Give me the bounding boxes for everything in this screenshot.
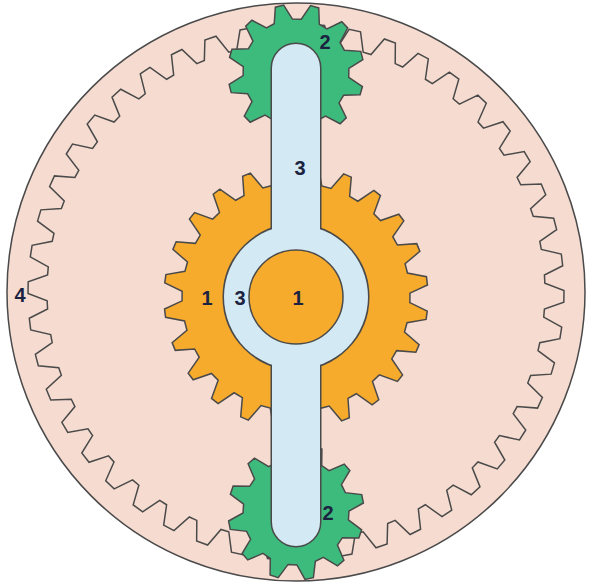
ring-gear xyxy=(7,3,585,581)
callout-number: 1 xyxy=(292,288,303,308)
callout-number: 3 xyxy=(294,158,305,178)
ring-gear-teeth xyxy=(28,24,564,560)
planet-carrier xyxy=(224,44,368,546)
callout-number: 2 xyxy=(319,32,330,52)
callout-number: 3 xyxy=(234,288,245,308)
carrier-ring xyxy=(224,225,368,369)
callout-number: 1 xyxy=(201,288,212,308)
callout-number: 2 xyxy=(322,503,333,523)
callout-number: 4 xyxy=(14,285,25,305)
sun-shaft xyxy=(249,250,343,344)
carrier-ring xyxy=(224,225,368,369)
